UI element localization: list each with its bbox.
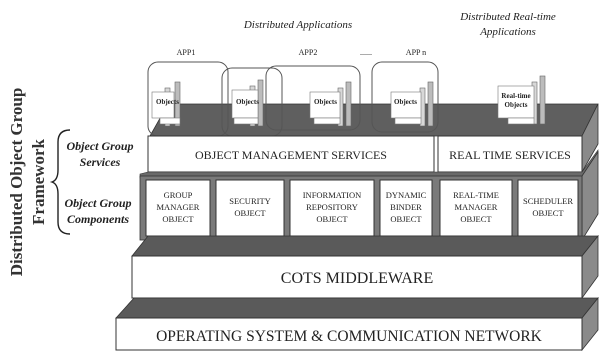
- component-label-line1: REAL-TIME: [453, 190, 499, 200]
- distributed-applications-label: Distributed Applications: [243, 19, 352, 31]
- real-time-services-box: [437, 135, 583, 173]
- object-stack-3: Objects: [309, 81, 352, 127]
- component-label-line3: OBJECT: [460, 214, 492, 224]
- component-label-line3: OBJECT: [316, 214, 348, 224]
- component-label-line2: REPOSITORY: [306, 202, 358, 212]
- appn-label: APP n: [406, 48, 426, 57]
- objects-label: Objects: [236, 98, 259, 106]
- app1-label: APP1: [177, 48, 196, 57]
- realtime-object-stack: Real-time Objects: [497, 75, 546, 125]
- object-stack-1: Objects: [151, 81, 181, 127]
- real-time-services-label: REAL TIME SERVICES: [449, 148, 571, 162]
- component-label-line2: OBJECT: [234, 208, 266, 218]
- appn-group-outline: [371, 61, 439, 133]
- object-base-hints: [159, 117, 535, 125]
- object-management-services-box: [147, 135, 435, 173]
- os-network-box: [115, 317, 583, 351]
- component-group-manager: GROUP MANAGER OBJECT: [145, 179, 211, 237]
- left-curly-brace: [49, 129, 71, 235]
- app2-label: APP2: [299, 48, 318, 57]
- realtime-objects-line1: Real-time: [501, 92, 530, 100]
- objects-label: Objects: [394, 98, 417, 106]
- services-label-line1: Object Group: [67, 139, 134, 153]
- component-dynamic-binder: DYNAMIC BINDER OBJECT: [379, 179, 433, 237]
- component-label-line3: OBJECT: [162, 214, 194, 224]
- middleware-layer-top: [131, 235, 599, 257]
- component-label-line2: BINDER: [390, 202, 422, 212]
- os-network-label: OPERATING SYSTEM & COMMUNICATION NETWORK: [156, 328, 543, 345]
- component-label-line1: SCHEDULER: [523, 196, 573, 206]
- component-label-line2: OBJECT: [532, 208, 564, 218]
- framework-title: Distributed Object Group Framework: [7, 88, 48, 277]
- component-label-line2: MANAGER: [157, 202, 200, 212]
- component-label-line1: SECURITY: [229, 196, 271, 206]
- component-label-line1: DYNAMIC: [386, 190, 427, 200]
- app2-wide-outline: [265, 65, 361, 131]
- components-side-label: Object Group Components: [65, 196, 132, 226]
- component-realtime-manager: REAL-TIME MANAGER OBJECT: [439, 179, 513, 237]
- objects-label: Objects: [156, 98, 179, 106]
- component-information-repository: INFORMATION REPOSITORY OBJECT: [289, 179, 375, 237]
- framework-title-line2: Framework: [29, 139, 48, 225]
- component-label-line3: OBJECT: [390, 214, 422, 224]
- apps-ellipsis: ......: [360, 48, 372, 57]
- cots-middleware-box: [131, 255, 583, 299]
- services-side-label: Object Group Services: [67, 139, 134, 169]
- objects-label: Objects: [314, 98, 337, 106]
- os-layer-top: [115, 297, 599, 319]
- component-label-line1: INFORMATION: [303, 190, 362, 200]
- cots-middleware-label: COTS MIDDLEWARE: [281, 270, 433, 287]
- object-management-services-label: OBJECT MANAGEMENT SERVICES: [195, 148, 387, 162]
- component-scheduler: SCHEDULER OBJECT: [517, 179, 579, 237]
- component-label-line1: GROUP: [164, 190, 193, 200]
- distributed-realtime-label-line2: Applications: [479, 26, 536, 38]
- object-stack-4: Objects: [390, 81, 434, 127]
- component-security: SECURITY OBJECT: [215, 179, 285, 237]
- services-label-line2: Services: [80, 155, 121, 169]
- object-stack-2: Objects: [231, 79, 264, 127]
- components-label-line2: Components: [67, 212, 129, 226]
- realtime-objects-line2: Objects: [505, 101, 528, 109]
- components-label-line1: Object Group: [65, 196, 132, 210]
- distributed-realtime-label-line1: Distributed Real-time: [459, 11, 556, 23]
- component-label-line2: MANAGER: [455, 202, 498, 212]
- framework-title-line1: Distributed Object Group: [7, 88, 26, 277]
